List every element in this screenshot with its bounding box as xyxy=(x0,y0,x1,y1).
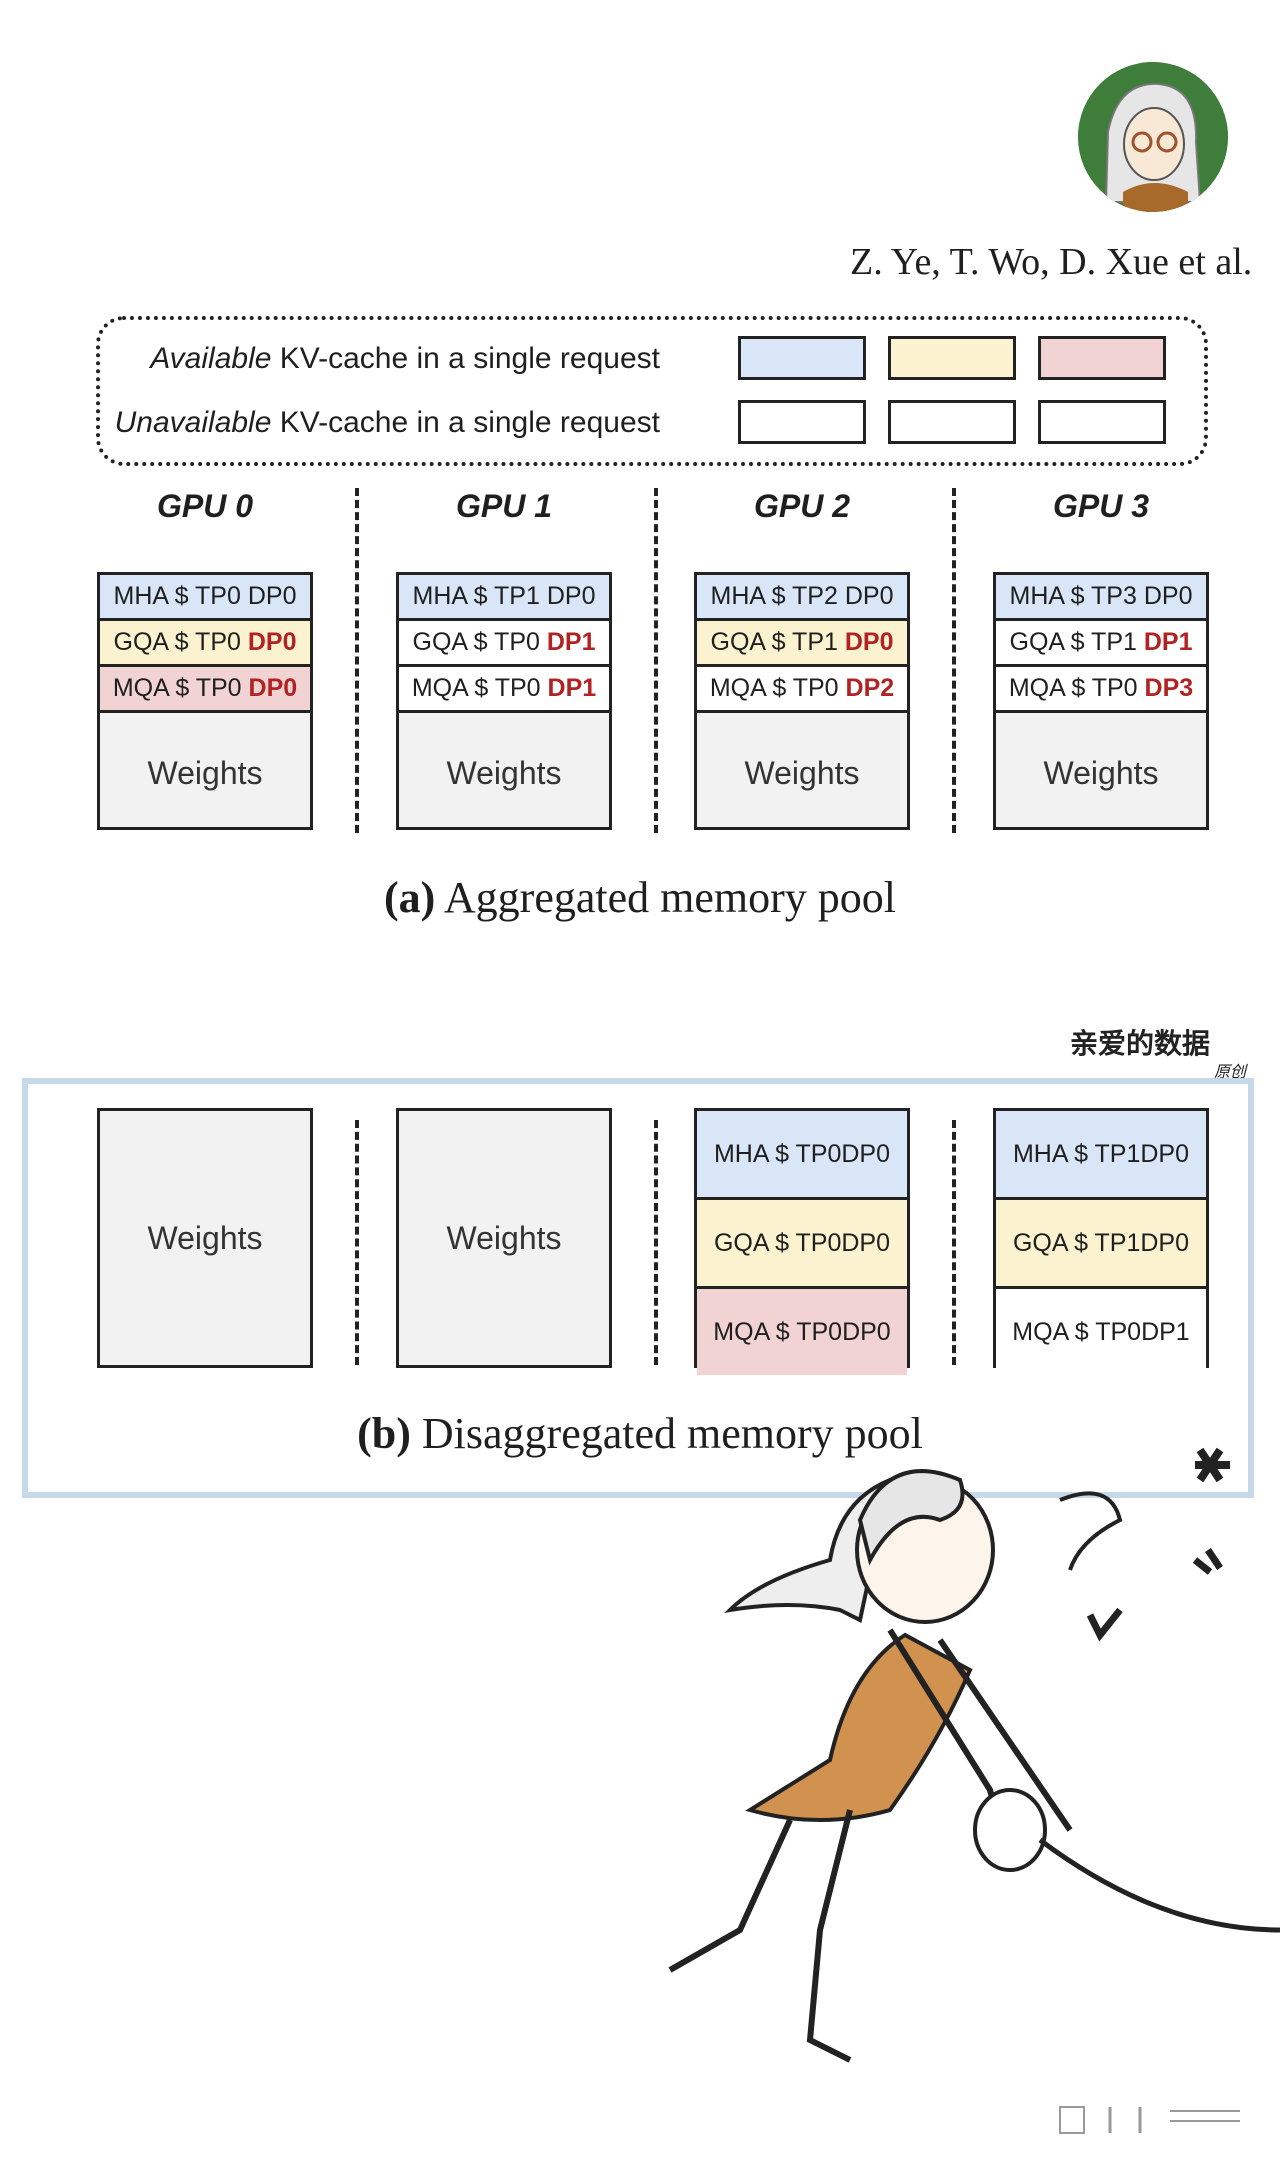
author-avatar xyxy=(1078,62,1228,212)
watermark-logo: 亲爱的数据 xyxy=(1070,1028,1211,1059)
kv-cache-cell-mha: MHA $ TP1 DP0 xyxy=(996,1111,1206,1200)
legend-box xyxy=(96,316,1208,466)
weights-block: Weights xyxy=(744,754,860,791)
kv-cache-cell-mqa: MQA $ TP0 DP0 xyxy=(697,1289,907,1375)
gpu-divider xyxy=(654,488,658,833)
kv-cache-cell-mha: MHA $ TP3 DP0 xyxy=(996,575,1206,621)
legend-swatch-unavailable-2 xyxy=(888,400,1016,444)
kv-cache-cell-gqa: GQA $ TP0 DP0 xyxy=(697,1200,907,1289)
kv-cache-cell-gqa: GQA $ TP0 DP0 xyxy=(100,621,310,667)
authors-credit: Z. Ye, T. Wo, D. Xue et al. xyxy=(850,241,1253,283)
legend-available-label: Available KV-cache in a single request xyxy=(150,342,660,375)
gpu-divider xyxy=(355,1120,359,1365)
weights-block: Weights xyxy=(1043,754,1159,791)
caption-a: (a) Aggregated memory pool xyxy=(384,873,896,922)
kv-cache-cell-gqa: GQA $ TP0 DP1 xyxy=(399,621,609,667)
gpu-divider xyxy=(952,1120,956,1365)
legend-swatch-available-mqa xyxy=(1038,336,1166,380)
kv-cache-cell-mqa: MQA $ TP0 DP3 xyxy=(996,667,1206,713)
gpu-title: GPU 0 xyxy=(156,488,254,524)
kv-cache-cell-gqa: GQA $ TP1 DP0 xyxy=(697,621,907,667)
kv-cache-cell-mha: MHA $ TP0 DP0 xyxy=(100,575,310,621)
caption-b: (b) Disaggregated memory pool xyxy=(357,1409,923,1458)
panel-b-frame xyxy=(22,1078,1254,1498)
legend-swatch-available-mha xyxy=(738,336,866,380)
legend-swatch-unavailable-3 xyxy=(1038,400,1166,444)
weights-block: Weights xyxy=(97,1108,313,1368)
gpu-title: GPU 2 xyxy=(753,488,851,524)
gpu-divider xyxy=(952,488,956,833)
weights-block: Weights xyxy=(446,754,562,791)
kv-cache-cell-mqa: MQA $ TP0 DP0 xyxy=(100,667,310,713)
kv-cache-cell-mqa: MQA $ TP0 DP1 xyxy=(399,667,609,713)
watermark-sub: 原创 xyxy=(1214,1064,1247,1081)
weights-block: Weights xyxy=(147,754,263,791)
cartoon-character-illustration xyxy=(640,1410,1280,2110)
kv-cache-cell-mha: MHA $ TP1 DP0 xyxy=(399,575,609,621)
gpu-divider xyxy=(355,488,359,833)
kv-cache-cell-mha: MHA $ TP2 DP0 xyxy=(697,575,907,621)
gpu-divider xyxy=(654,1120,658,1365)
legend-swatch-unavailable-1 xyxy=(738,400,866,444)
kv-cache-cell-gqa: GQA $ TP1 DP0 xyxy=(996,1200,1206,1289)
kv-cache-cell-mqa: MQA $ TP0 DP2 xyxy=(697,667,907,713)
footer-icon-cluster xyxy=(1050,2105,1250,2135)
kv-cache-cell-mha: MHA $ TP0 DP0 xyxy=(697,1111,907,1200)
kv-cache-cell-gqa: GQA $ TP1 DP1 xyxy=(996,621,1206,667)
gpu-title: GPU 3 xyxy=(1052,488,1150,524)
legend-unavailable-label: Unavailable KV-cache in a single request xyxy=(114,406,660,439)
weights-block: Weights xyxy=(396,1108,612,1368)
gpu-title: GPU 1 xyxy=(455,488,553,524)
legend-swatch-available-gqa xyxy=(888,336,1016,380)
kv-cache-cell-mqa: MQA $ TP0 DP1 xyxy=(996,1289,1206,1375)
